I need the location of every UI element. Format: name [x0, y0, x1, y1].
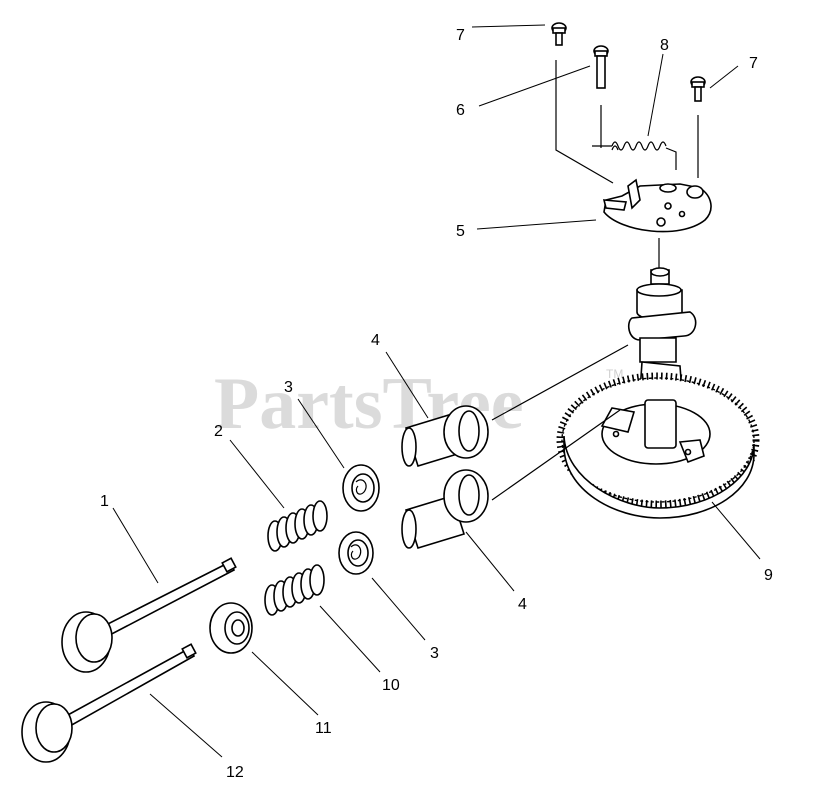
part-1-valve: [61, 557, 237, 673]
part-10-valve-spring: [264, 564, 325, 616]
part-3-retainer-lower: [338, 531, 374, 575]
leader-lines: [112, 24, 761, 758]
assembly-line-pin-7: [555, 60, 614, 184]
callout-11: 11: [315, 720, 332, 737]
part-4-tappet-upper: [401, 405, 489, 467]
callout-7-right: 7: [749, 55, 758, 72]
part-5-governor-plate: [602, 178, 712, 233]
callout-8: 8: [660, 37, 669, 54]
callout-12: 12: [226, 764, 244, 781]
callout-4-upper: 4: [371, 332, 380, 349]
part-3-retainer-upper: [342, 464, 380, 512]
callout-2: 2: [214, 423, 223, 440]
callout-7-left: 7: [456, 27, 465, 44]
part-9-cam-gear: [556, 372, 760, 519]
callout-1: 1: [100, 493, 109, 510]
callout-4-lower: 4: [518, 596, 527, 613]
part-11-valve-seal: [209, 602, 253, 654]
part-7-pin-right: [690, 76, 706, 102]
callout-3-upper: 3: [284, 379, 293, 396]
part-2-valve-spring: [267, 500, 328, 552]
part-6-pin: [593, 45, 609, 89]
callout-5: 5: [456, 223, 465, 240]
part-7-pin-left: [551, 22, 567, 46]
callout-10: 10: [382, 677, 400, 694]
part-8-spring: [592, 141, 677, 170]
part-4-tappet-lower: [401, 469, 489, 549]
callout-numbers: 7 6 8 7 5 4 3 2 1 9 4 3 10 11 12: [100, 27, 773, 781]
watermark-trademark: TM: [606, 367, 623, 381]
callout-3-lower: 3: [430, 645, 439, 662]
part-12-valve: [21, 643, 197, 763]
callout-6: 6: [456, 102, 465, 119]
callout-9: 9: [764, 567, 773, 584]
